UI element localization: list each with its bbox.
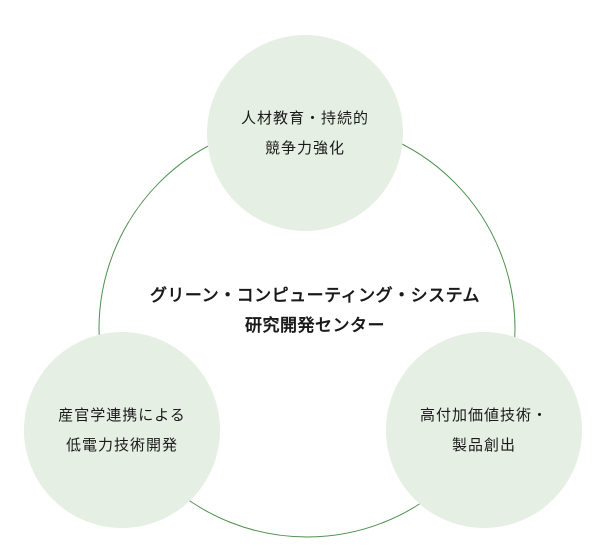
node-right-line1: 高付加価値技術・ bbox=[419, 406, 548, 424]
center-title-line2: 研究開発センター bbox=[245, 316, 385, 336]
node-top-line2: 競争力強化 bbox=[264, 139, 345, 157]
node-industry-academia-collaboration: 産官学連携による 低電力技術開発 bbox=[24, 332, 220, 528]
node-right-line2: 製品創出 bbox=[451, 436, 516, 454]
node-left-line2: 低電力技術開発 bbox=[65, 436, 178, 454]
center-title-line1: グリーン・コンピューティング・システム bbox=[149, 286, 481, 306]
node-high-value-products: 高付加価値技術・ 製品創出 bbox=[386, 332, 582, 528]
center-title: グリーン・コンピューティング・システム 研究開発センター bbox=[100, 281, 530, 341]
node-talent-education: 人材教育・持続的 競争力強化 bbox=[207, 35, 403, 231]
node-left-line1: 産官学連携による bbox=[58, 406, 186, 424]
node-top-line1: 人材教育・持続的 bbox=[240, 109, 369, 127]
